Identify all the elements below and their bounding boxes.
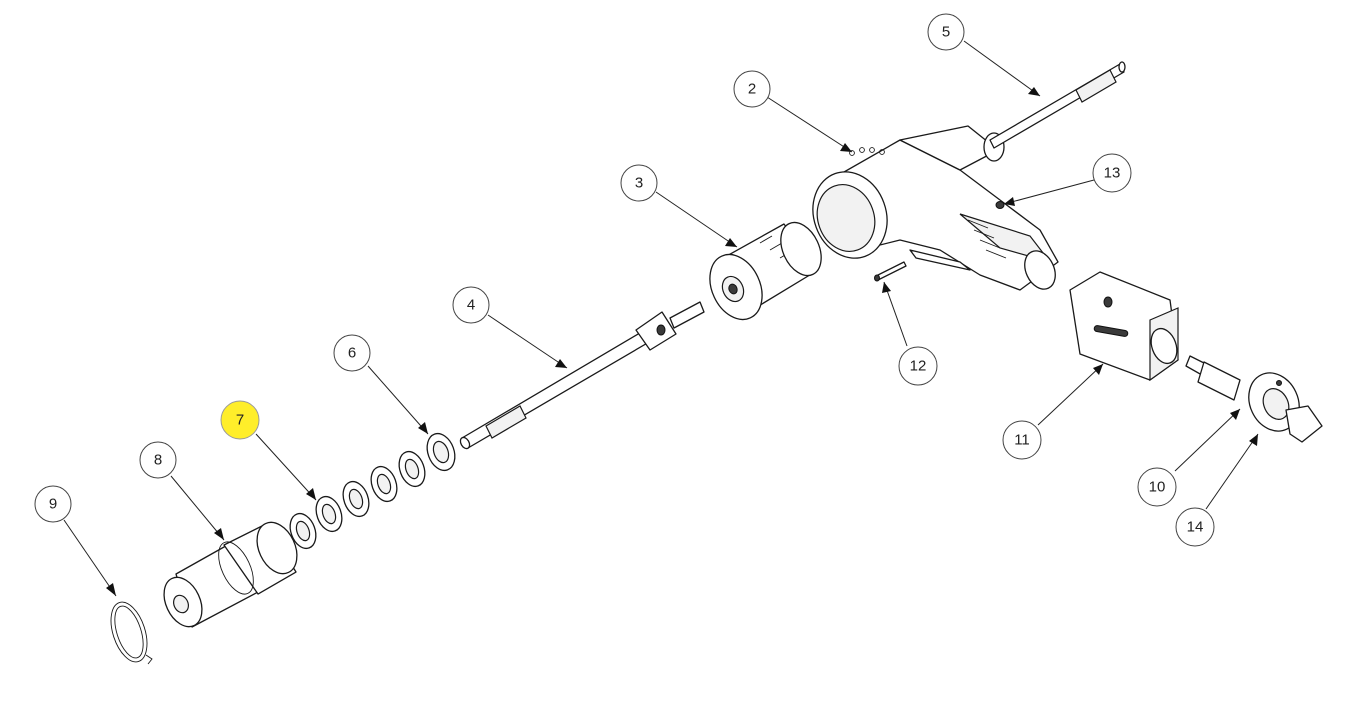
callout-9: 9 <box>34 485 72 523</box>
spacer-washer-part <box>426 432 456 472</box>
callout-5: 5 <box>927 13 965 51</box>
callout-11: 11 <box>1002 420 1042 460</box>
input-shaft-part <box>989 61 1126 149</box>
callout-6: 6 <box>333 334 371 372</box>
callout-8: 8 <box>139 441 177 479</box>
callout-10: 10 <box>1137 467 1177 507</box>
callout-13-label: 13 <box>1104 165 1121 182</box>
leader-12 <box>883 281 908 347</box>
leader-lines <box>63 40 1259 597</box>
callout-9-label: 9 <box>49 496 57 513</box>
callout-5-label: 5 <box>942 24 950 41</box>
pin-part <box>874 261 907 282</box>
leader-arrowheads <box>106 87 1258 596</box>
callout-2: 2 <box>733 70 771 108</box>
leader-13 <box>1003 179 1095 205</box>
gear-cartridge-part <box>709 221 822 321</box>
bearing-stack-part <box>289 450 426 550</box>
leader-7 <box>255 433 317 501</box>
callout-12: 12 <box>898 346 938 386</box>
callout-7: 7 <box>220 400 260 440</box>
callout-2-label: 2 <box>748 81 756 98</box>
callout-8-label: 8 <box>154 452 162 469</box>
main-housing-part <box>812 125 1059 291</box>
sleeve-part <box>163 521 298 628</box>
leader-6 <box>367 365 429 435</box>
callout-4-label: 4 <box>467 297 475 314</box>
callout-11-label: 11 <box>1014 432 1030 449</box>
leader-11 <box>1037 363 1104 426</box>
callout-12-label: 12 <box>910 358 927 375</box>
highlighted-callout-marker <box>220 400 260 440</box>
callout-3-label: 3 <box>635 175 643 192</box>
leader-9 <box>63 519 117 597</box>
end-cap-part <box>1248 372 1323 443</box>
callout-13: 13 <box>1092 153 1132 193</box>
retaining-ring-part <box>110 601 153 665</box>
leader-4 <box>487 314 568 369</box>
leader-10 <box>1174 408 1241 472</box>
leader-5 <box>963 40 1041 97</box>
leader-14 <box>1205 433 1259 510</box>
callout-6-label: 6 <box>348 345 356 362</box>
set-screw-part <box>995 201 1005 209</box>
callout-14: 14 <box>1175 507 1215 547</box>
leader-2 <box>766 96 853 153</box>
callout-14-label: 14 <box>1187 519 1204 536</box>
drive-shaft-part <box>459 301 705 450</box>
leader-8 <box>170 475 225 541</box>
callout-7-label: 7 <box>236 412 244 429</box>
callout-4: 4 <box>452 286 490 324</box>
leader-3 <box>655 191 738 248</box>
callout-3: 3 <box>620 164 658 202</box>
output-shaft-part <box>1185 355 1241 401</box>
coupling-block-part <box>1069 271 1179 382</box>
callout-10-label: 10 <box>1149 479 1166 496</box>
